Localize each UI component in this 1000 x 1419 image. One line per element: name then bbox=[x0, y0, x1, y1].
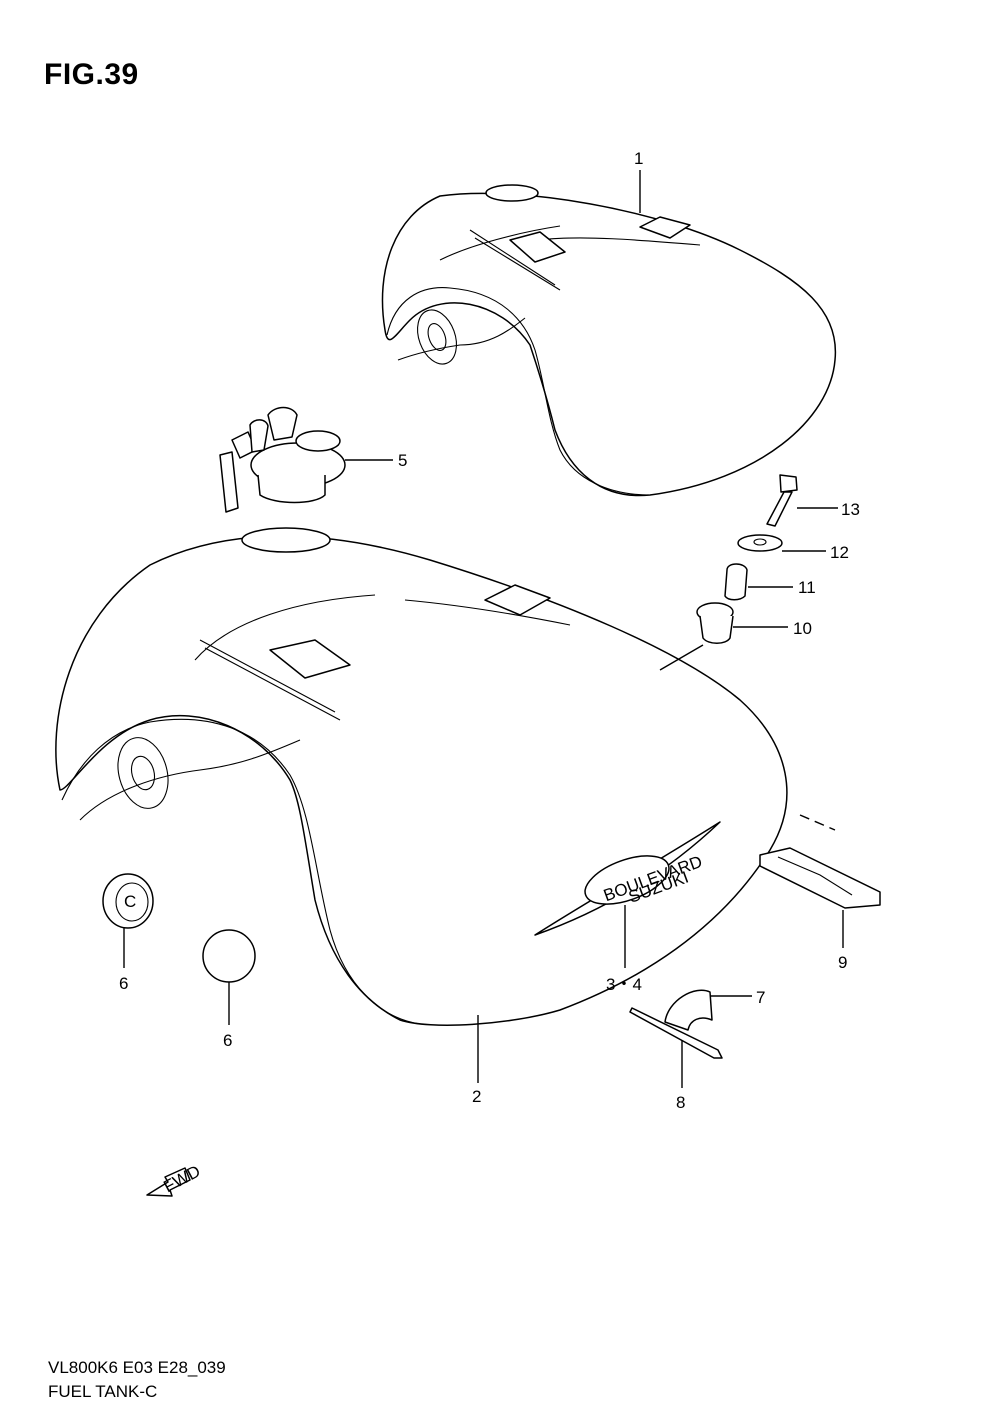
callout-10: 10 bbox=[793, 619, 812, 638]
callout-2: 2 bbox=[472, 1087, 481, 1106]
cable-tie-8 bbox=[629, 1007, 723, 1059]
callout-13: 13 bbox=[841, 500, 860, 519]
cushion-7 bbox=[664, 989, 713, 1031]
rubber-pad-9 bbox=[759, 847, 881, 909]
callout-6-left: 6 bbox=[119, 974, 128, 993]
fuel-tank-lower: BOULEVARD SUZUKI bbox=[55, 527, 788, 1026]
leader-lines bbox=[123, 170, 844, 1088]
callout-7: 7 bbox=[756, 988, 765, 1007]
forward-direction-arrow: FWD bbox=[146, 1161, 204, 1197]
callout-labels: 1 5 13 12 11 10 9 3・4 6 6 7 8 2 bbox=[119, 149, 860, 1112]
cap-letter: C bbox=[124, 892, 136, 911]
collar-11 bbox=[724, 563, 748, 601]
section-name: FUEL TANK-C bbox=[48, 1382, 158, 1401]
grommet-10 bbox=[696, 602, 734, 644]
callout-9: 9 bbox=[838, 953, 847, 972]
plug-cap-right bbox=[202, 929, 256, 983]
callout-1: 1 bbox=[634, 149, 643, 168]
callout-6-right: 6 bbox=[223, 1031, 232, 1050]
plug-cap-left: C bbox=[102, 873, 154, 929]
washer-12 bbox=[737, 534, 783, 552]
callout-5: 5 bbox=[398, 451, 407, 470]
callout-12: 12 bbox=[830, 543, 849, 562]
callout-8: 8 bbox=[676, 1093, 685, 1112]
model-code: VL800K6 E03 E28_039 bbox=[48, 1358, 226, 1377]
fuel-tank-upper bbox=[381, 184, 837, 497]
bolt-13 bbox=[766, 474, 798, 527]
figure-title: FIG.39 bbox=[44, 58, 139, 91]
callout-11: 11 bbox=[798, 578, 816, 597]
fuel-cap-with-keys bbox=[219, 406, 346, 513]
fwd-text: FWD bbox=[160, 1161, 203, 1196]
callout-3-4: 3・4 bbox=[606, 975, 642, 994]
